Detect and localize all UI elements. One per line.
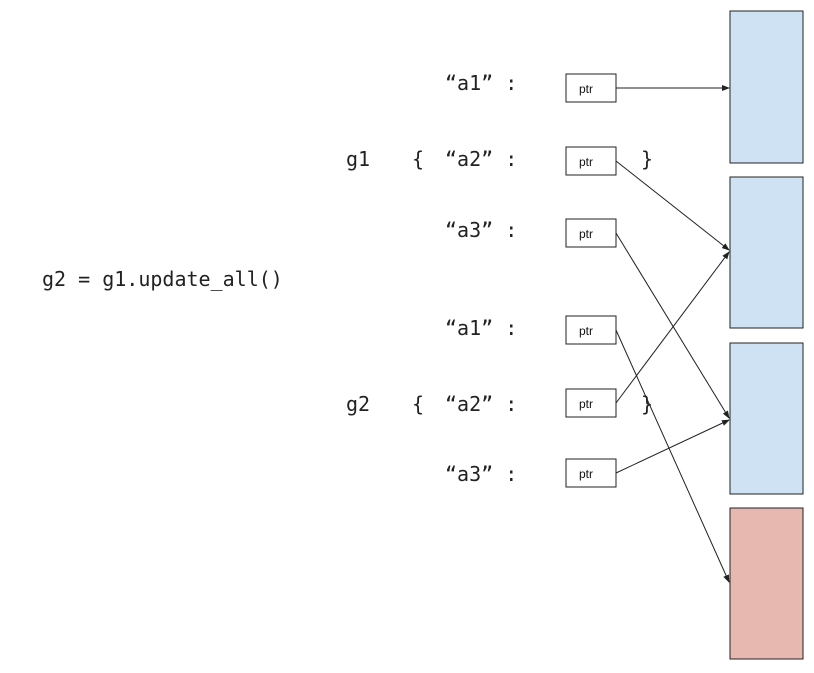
group-name: g1 (346, 147, 370, 171)
ptr-label: ptr (579, 82, 593, 96)
ptr-label: ptr (579, 155, 593, 169)
ptr-box (565, 218, 617, 248)
group-g1: g1 { } “a1” : ptr “a2” : ptr “a3” : ptr (346, 71, 653, 248)
key-a2: “a2” : (445, 392, 517, 416)
arrow-g2-a2-to-block-2 (615, 251, 730, 404)
ptr-box (565, 73, 617, 103)
memory-block-1 (729, 10, 804, 164)
memory-block-4 (729, 507, 804, 660)
key-a3: “a3” : (445, 462, 517, 486)
key-a2: “a2” : (445, 147, 517, 171)
close-brace: } (641, 147, 653, 171)
memory-block-2 (729, 176, 804, 329)
ptr-label: ptr (579, 324, 593, 338)
update-all-statement: g2 = g1.update_all() (42, 267, 283, 291)
key-a3: “a3” : (445, 218, 517, 242)
key-a1: “a1” : (445, 316, 517, 340)
arrow-g1-a3-to-block-3 (615, 232, 730, 419)
key-a1: “a1” : (445, 71, 517, 95)
ptr-label: ptr (579, 397, 593, 411)
ptr-label: ptr (579, 467, 593, 481)
open-brace: { (412, 392, 424, 416)
ptr-label: ptr (579, 227, 593, 241)
arrow-g2-a1-to-block-4 (615, 329, 730, 583)
group-g2: g2 { } “a1” : ptr “a2” : ptr “a3” : ptr (346, 315, 653, 488)
close-brace: } (641, 392, 653, 416)
arrow-g1-a2-to-block-2 (615, 160, 730, 251)
ptr-box (565, 388, 617, 418)
ptr-box (565, 146, 617, 176)
memory-block-3 (729, 342, 804, 495)
ptr-box (565, 458, 617, 488)
arrow-g2-a3-to-block-3 (615, 419, 730, 474)
open-brace: { (412, 147, 424, 171)
group-name: g2 (346, 392, 370, 416)
